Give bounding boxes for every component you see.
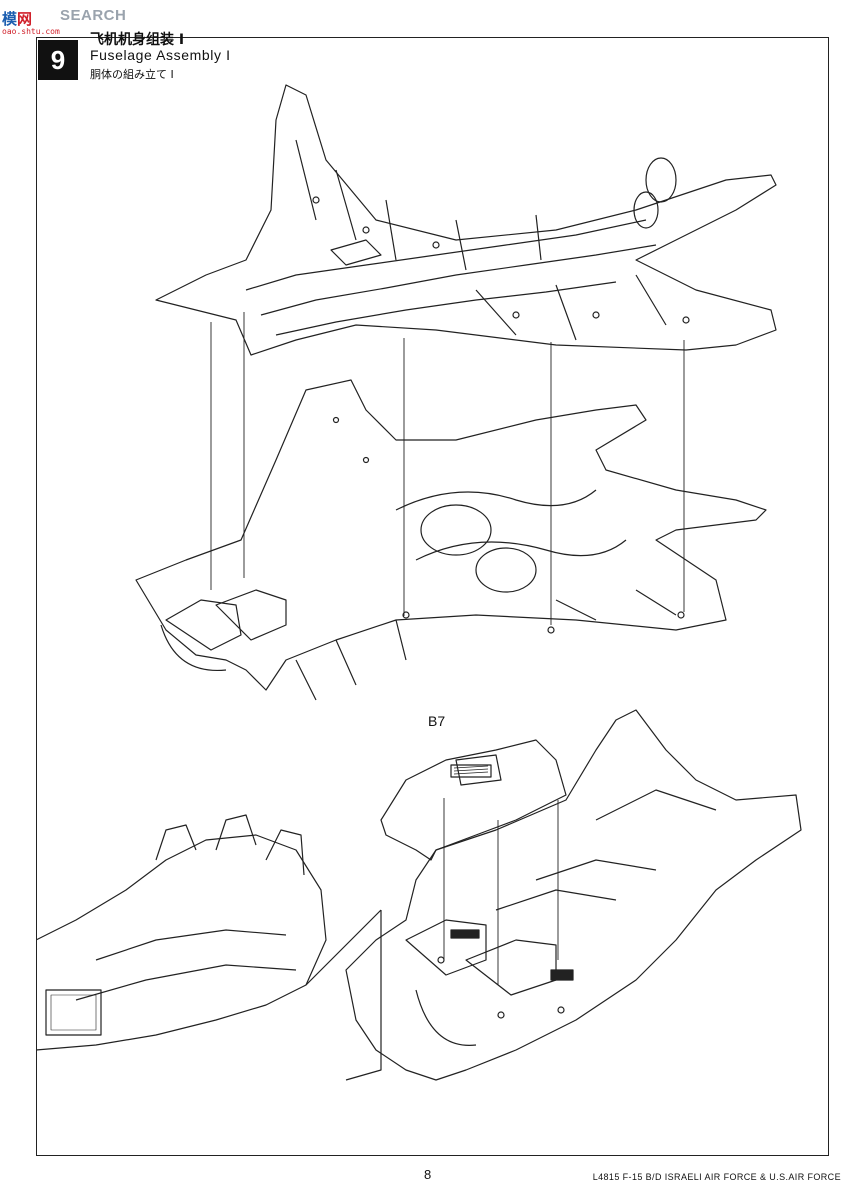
- rear-fuselage-part: [345, 709, 802, 1081]
- step-number: 9: [38, 40, 78, 80]
- assembly-guide-lines-lower: [443, 798, 559, 985]
- step-title-japanese: 胴体の組み立て I: [90, 68, 174, 81]
- page-number: 8: [424, 1167, 432, 1182]
- lower-fuselage-part: [135, 379, 767, 701]
- upper-wing-fuselage-part: [155, 84, 777, 356]
- watermark: 模网 SEARCH oao.shtu.com: [2, 2, 172, 36]
- footer-caption: L4815 F-15 B/D ISRAELI AIR FORCE & U.S.A…: [592, 1172, 841, 1182]
- watermark-brand: SEARCH: [60, 7, 127, 24]
- watermark-logo-a: 模: [2, 10, 18, 28]
- part-label-b7: B7: [428, 713, 446, 729]
- page-frame: [36, 37, 829, 1156]
- part-b7: [380, 739, 567, 861]
- watermark-logo: 模网: [2, 8, 32, 29]
- step-title-chinese: 飞机机身组装 I: [90, 32, 185, 48]
- assembly-guide-lines-upper: [210, 312, 685, 625]
- cockpit-detail-inset: [35, 814, 382, 1081]
- watermark-logo-b: 网: [17, 10, 33, 28]
- assembly-drawing: [35, 60, 829, 1140]
- step-title-english: Fuselage Assembly I: [90, 47, 231, 63]
- watermark-site: oao.shtu.com: [2, 27, 60, 36]
